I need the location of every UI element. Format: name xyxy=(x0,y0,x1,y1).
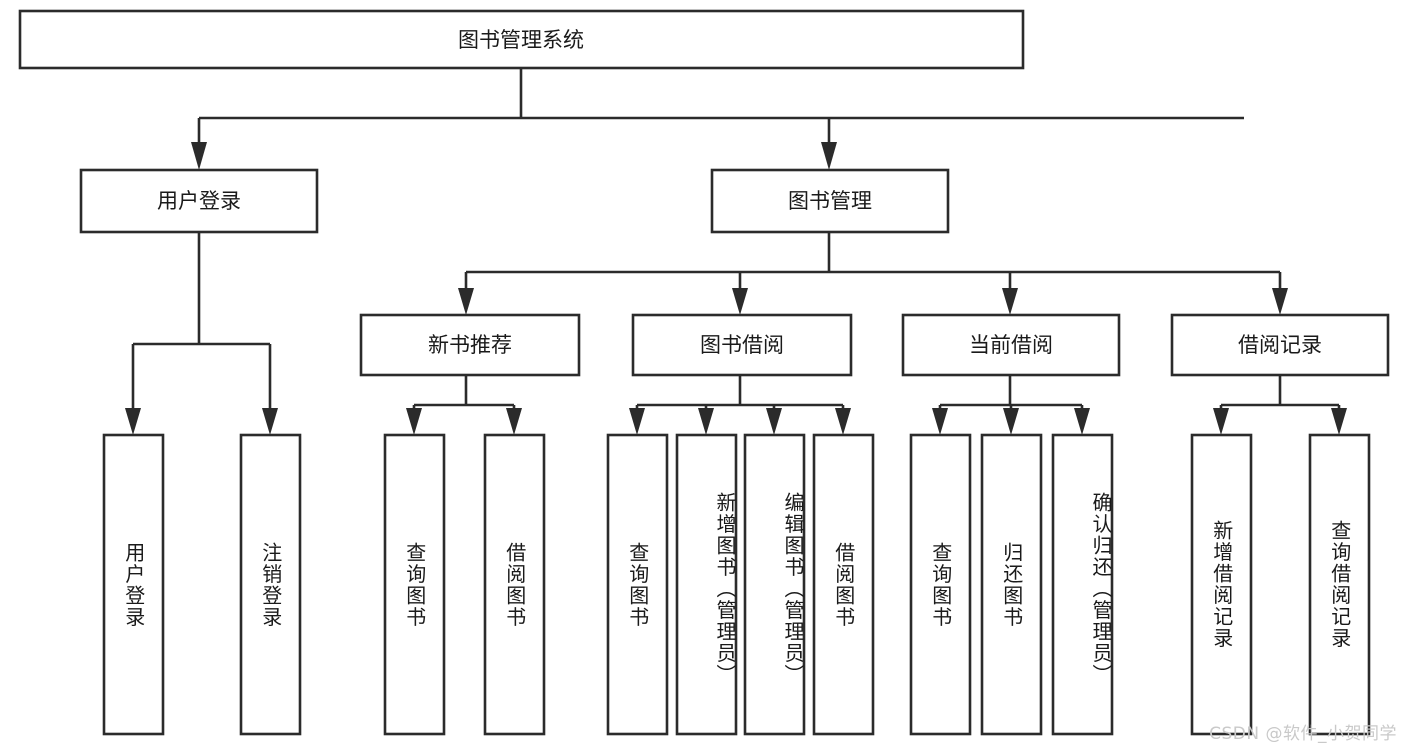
node-box-user-login[interactable] xyxy=(79,168,319,234)
arrowhead-return-book xyxy=(1003,408,1019,435)
arrowhead-query-book-borrow xyxy=(629,408,645,435)
arrowhead-borrow-book-action xyxy=(835,408,851,435)
node-box-query-borrow-record[interactable] xyxy=(1308,433,1371,736)
node-box-query-book-recommend[interactable] xyxy=(383,433,446,736)
node-box-return-book[interactable] xyxy=(980,433,1043,736)
node-box-add-borrow-record[interactable] xyxy=(1190,433,1253,736)
nodes-group: 图书管理系统 用户登录 图书管理 新书推荐 图书借阅 当前借阅 借阅记录 xyxy=(18,9,1390,736)
arrowhead-add-book-admin xyxy=(698,408,714,435)
edges-group xyxy=(125,68,1347,435)
node-label-new-book-recommend: 新书推荐 xyxy=(428,333,512,357)
arrowhead-edit-book-admin xyxy=(766,408,782,435)
node-box-borrow-records[interactable] xyxy=(1170,313,1390,377)
node-box-book-management[interactable] xyxy=(710,168,950,234)
arrowhead-book-management xyxy=(821,142,837,170)
arrowhead-query-book-recommend xyxy=(406,408,422,435)
arrowhead-user-logout-action xyxy=(262,408,278,435)
arrowhead-borrow-book-recommend xyxy=(506,408,522,435)
arrowhead-book-borrow xyxy=(732,288,748,315)
node-box-root[interactable] xyxy=(18,9,1025,70)
node-box-add-book-admin[interactable] xyxy=(675,433,738,736)
node-label-current-borrow: 当前借阅 xyxy=(969,333,1053,357)
node-label-borrow-records: 借阅记录 xyxy=(1238,333,1322,357)
arrowhead-borrow-records xyxy=(1272,288,1288,315)
arrowhead-user-login xyxy=(191,142,207,170)
arrowhead-add-borrow-record xyxy=(1213,408,1229,435)
arrowhead-current-borrow xyxy=(1002,288,1018,315)
arrowhead-user-login-action xyxy=(125,408,141,435)
arrowhead-new-book-recommend xyxy=(458,288,474,315)
node-box-current-borrow[interactable] xyxy=(901,313,1121,377)
node-box-edit-book-admin[interactable] xyxy=(743,433,806,736)
node-label-book-management: 图书管理 xyxy=(788,189,872,213)
node-box-new-book-recommend[interactable] xyxy=(359,313,581,377)
node-box-confirm-return-admin[interactable] xyxy=(1051,433,1114,736)
node-label-root: 图书管理系统 xyxy=(458,28,584,52)
node-box-borrow-book-recommend[interactable] xyxy=(483,433,546,736)
arrowhead-confirm-return-admin xyxy=(1074,408,1090,435)
node-box-book-borrow[interactable] xyxy=(631,313,853,377)
node-box-borrow-book-action[interactable] xyxy=(812,433,875,736)
node-box-user-logout-action[interactable] xyxy=(239,433,302,736)
node-label-user-login: 用户登录 xyxy=(157,189,241,213)
arrowhead-query-book-current xyxy=(932,408,948,435)
node-box-query-book-current[interactable] xyxy=(909,433,972,736)
node-box-query-book-borrow[interactable] xyxy=(606,433,669,736)
node-label-book-borrow: 图书借阅 xyxy=(700,333,784,357)
csdn-watermark: CSDN @软件_小贺同学 xyxy=(1209,724,1397,744)
node-box-user-login-action[interactable] xyxy=(102,433,165,736)
arrowhead-query-borrow-record xyxy=(1331,408,1347,435)
